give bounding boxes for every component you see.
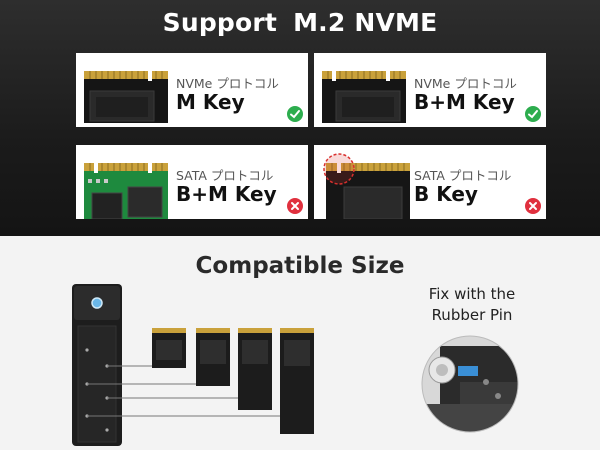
cross-icon (287, 198, 303, 214)
card-key-label: B+M Key (176, 182, 277, 206)
card-key-label: B+M Key (414, 90, 515, 114)
fix-rubber-pin-note: Fix with the Rubber Pin (412, 284, 532, 326)
ssd-board-image (323, 153, 410, 219)
card-key-label: M Key (176, 90, 245, 114)
card-nvme-m-key: NVMe プロトコル M Key (76, 53, 308, 127)
card-protocol-label: SATA プロトコル (414, 168, 512, 183)
compatible-size-illustration (72, 284, 314, 446)
card-nvme-bm-key: NVMe プロトコル B+M Key (314, 53, 546, 127)
compatible-size-heading: Compatible Size (195, 253, 405, 279)
ssd-board-image (84, 67, 168, 123)
support-headline: Support M.2 NVME (0, 8, 600, 37)
check-icon (525, 106, 541, 122)
rubber-pin-closeup-image (421, 335, 519, 433)
fix-note-line1: Fix with the (428, 285, 516, 303)
card-protocol-label: NVMe プロトコル (414, 76, 517, 91)
card-protocol-label: NVMe プロトコル (176, 76, 279, 91)
fix-note-line2: Rubber Pin (431, 306, 513, 324)
headline-word-m2nvme: M.2 NVME (293, 8, 438, 37)
check-icon (287, 106, 303, 122)
headline-word-support: Support (162, 8, 278, 37)
card-sata-b-key: SATA プロトコル B Key (314, 145, 546, 219)
card-key-label: B Key (414, 182, 478, 206)
card-sata-bm-key: SATA プロトコル B+M Key (76, 145, 308, 219)
ssd-board-image (84, 159, 168, 219)
ssd-board-image (322, 67, 406, 123)
led-icon (91, 297, 103, 309)
card-protocol-label: SATA プロトコル (176, 168, 274, 183)
cross-icon (525, 198, 541, 214)
